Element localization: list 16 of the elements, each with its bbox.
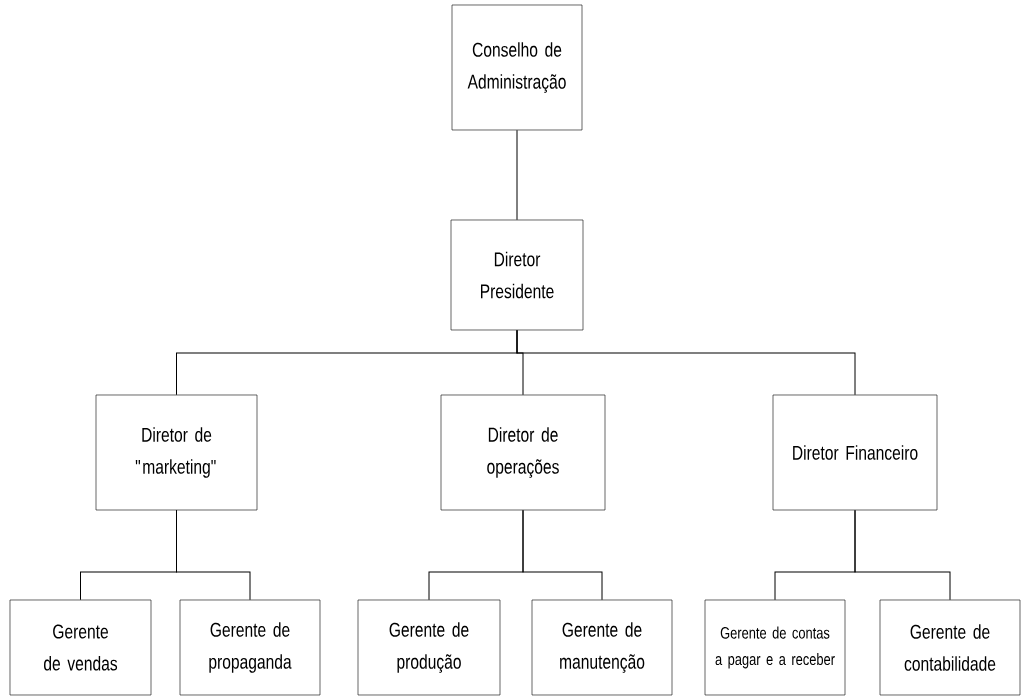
connector-line bbox=[176, 509, 251, 601]
org-box: Conselho de Administração bbox=[451, 4, 583, 131]
connector-line bbox=[522, 509, 603, 601]
org-box: Gerente de manutenção bbox=[531, 599, 673, 696]
connector-line bbox=[854, 509, 951, 601]
org-box: Gerente de propaganda bbox=[179, 599, 321, 696]
connector-line bbox=[516, 329, 856, 396]
org-box: Gerente de contabilidade bbox=[879, 599, 1021, 696]
org-box: Diretor Presidente bbox=[450, 219, 584, 331]
org-box: Diretor de "marketing" bbox=[95, 394, 258, 511]
org-box: Gerente de produção bbox=[357, 599, 501, 696]
connector-line bbox=[516, 129, 518, 221]
org-box: Diretor Financeiro bbox=[772, 394, 938, 511]
org-box: Diretor de operações bbox=[440, 394, 606, 511]
org-box: Gerente de vendas bbox=[9, 599, 152, 696]
org-box: Gerente de contas a pagar e a receber bbox=[704, 599, 846, 696]
